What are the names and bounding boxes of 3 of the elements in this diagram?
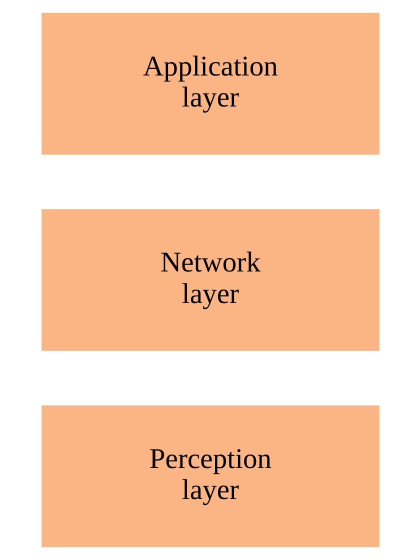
node-box: Perception layer: [41, 405, 379, 548]
node-box: Network layer: [41, 209, 379, 351]
node-box: Application layer: [41, 12, 379, 155]
